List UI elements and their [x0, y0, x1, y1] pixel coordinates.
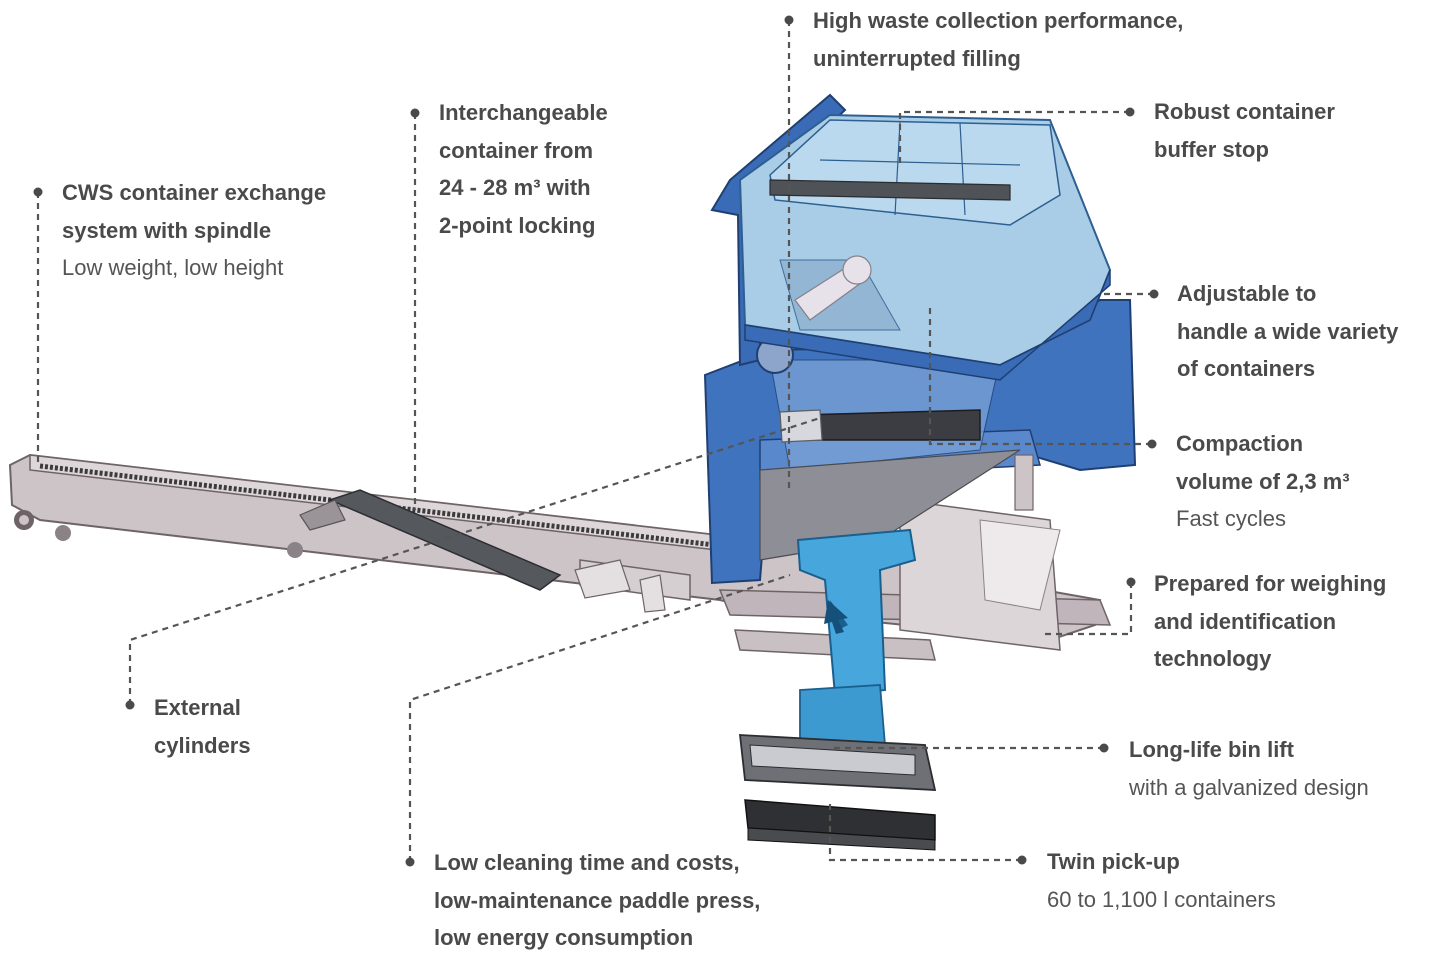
callout-binlift-sub: with a galvanized design [1129, 774, 1369, 800]
callout-interchangeable: Interchangeable container from 24 - 28 m… [439, 94, 608, 244]
leader-dots [33, 15, 1159, 867]
callout-robust-line-2: buffer stop [1154, 136, 1269, 162]
callout-cws-line-2: system with spindle [62, 217, 272, 243]
callout-external: External cylinders [154, 689, 251, 764]
callout-cleaning-line-3: low energy consumption [434, 925, 694, 950]
callout-adjustable: Adjustable to handle a wide variety of c… [1177, 275, 1398, 388]
callout-adjustable-line-3: of containers [1177, 356, 1316, 381]
callout-adjustable-line-2: handle a wide variety [1177, 318, 1399, 344]
callout-twin-line-1: Twin pick-up [1047, 849, 1180, 874]
callout-robust: Robust container buffer stop [1154, 93, 1335, 168]
bin-lift [738, 528, 937, 851]
callout-cleaning: Low cleaning time and costs, low-mainten… [434, 844, 760, 957]
callout-binlift: Long-life bin lift with a galvanized des… [1129, 731, 1369, 806]
arrow-logo-icon [824, 600, 848, 634]
callout-prepared-line-1: Prepared for weighing [1154, 571, 1387, 596]
callout-interchangeable-line-4: 2-point locking [439, 212, 596, 238]
callout-compaction-line-2: volume of 2,3 m³ [1176, 468, 1350, 494]
callout-prepared-line-2: and identification [1154, 608, 1337, 634]
callout-prepared: Prepared for weighing and identification… [1154, 565, 1386, 678]
callout-external-line-2: cylinders [154, 732, 251, 758]
callout-interchangeable-line-3: 24 - 28 m³ with [439, 175, 591, 200]
container-body [738, 113, 1112, 381]
callout-compaction: Compaction volume of 2,3 m³ Fast cycles [1176, 425, 1350, 538]
callout-cleaning-line-1: Low cleaning time and costs, [434, 850, 740, 875]
callout-high-waste: High waste collection performance, unint… [813, 2, 1183, 77]
callout-high-waste-line-2: uninterrupted filling [813, 45, 1021, 71]
callout-high-waste-line-1: High waste collection performance, [813, 8, 1184, 33]
callout-binlift-line-1: Long-life bin lift [1129, 737, 1294, 762]
callout-adjustable-line-1: Adjustable to [1177, 281, 1317, 306]
callout-cws-line-1: CWS container exchange [62, 180, 327, 205]
callout-robust-line-1: Robust container [1154, 99, 1335, 124]
callout-twin-sub: 60 to 1,100 l containers [1047, 886, 1276, 912]
callout-interchangeable-line-1: Interchangeable [439, 100, 608, 125]
callout-interchangeable-line-2: container from [439, 137, 594, 163]
callout-cws-sub: Low weight, low height [62, 255, 284, 280]
callout-compaction-sub: Fast cycles [1176, 506, 1287, 531]
callout-cws: CWS container exchange system with spind… [62, 174, 326, 287]
callout-twin: Twin pick-up 60 to 1,100 l containers [1047, 843, 1276, 918]
main-frame [703, 93, 1137, 585]
callout-prepared-line-3: technology [1154, 646, 1272, 671]
callout-cleaning-line-2: low-maintenance paddle press, [434, 887, 761, 913]
leader-lines [36, 20, 1154, 862]
callout-external-line-1: External [154, 695, 241, 720]
callout-compaction-line-1: Compaction [1176, 431, 1304, 456]
